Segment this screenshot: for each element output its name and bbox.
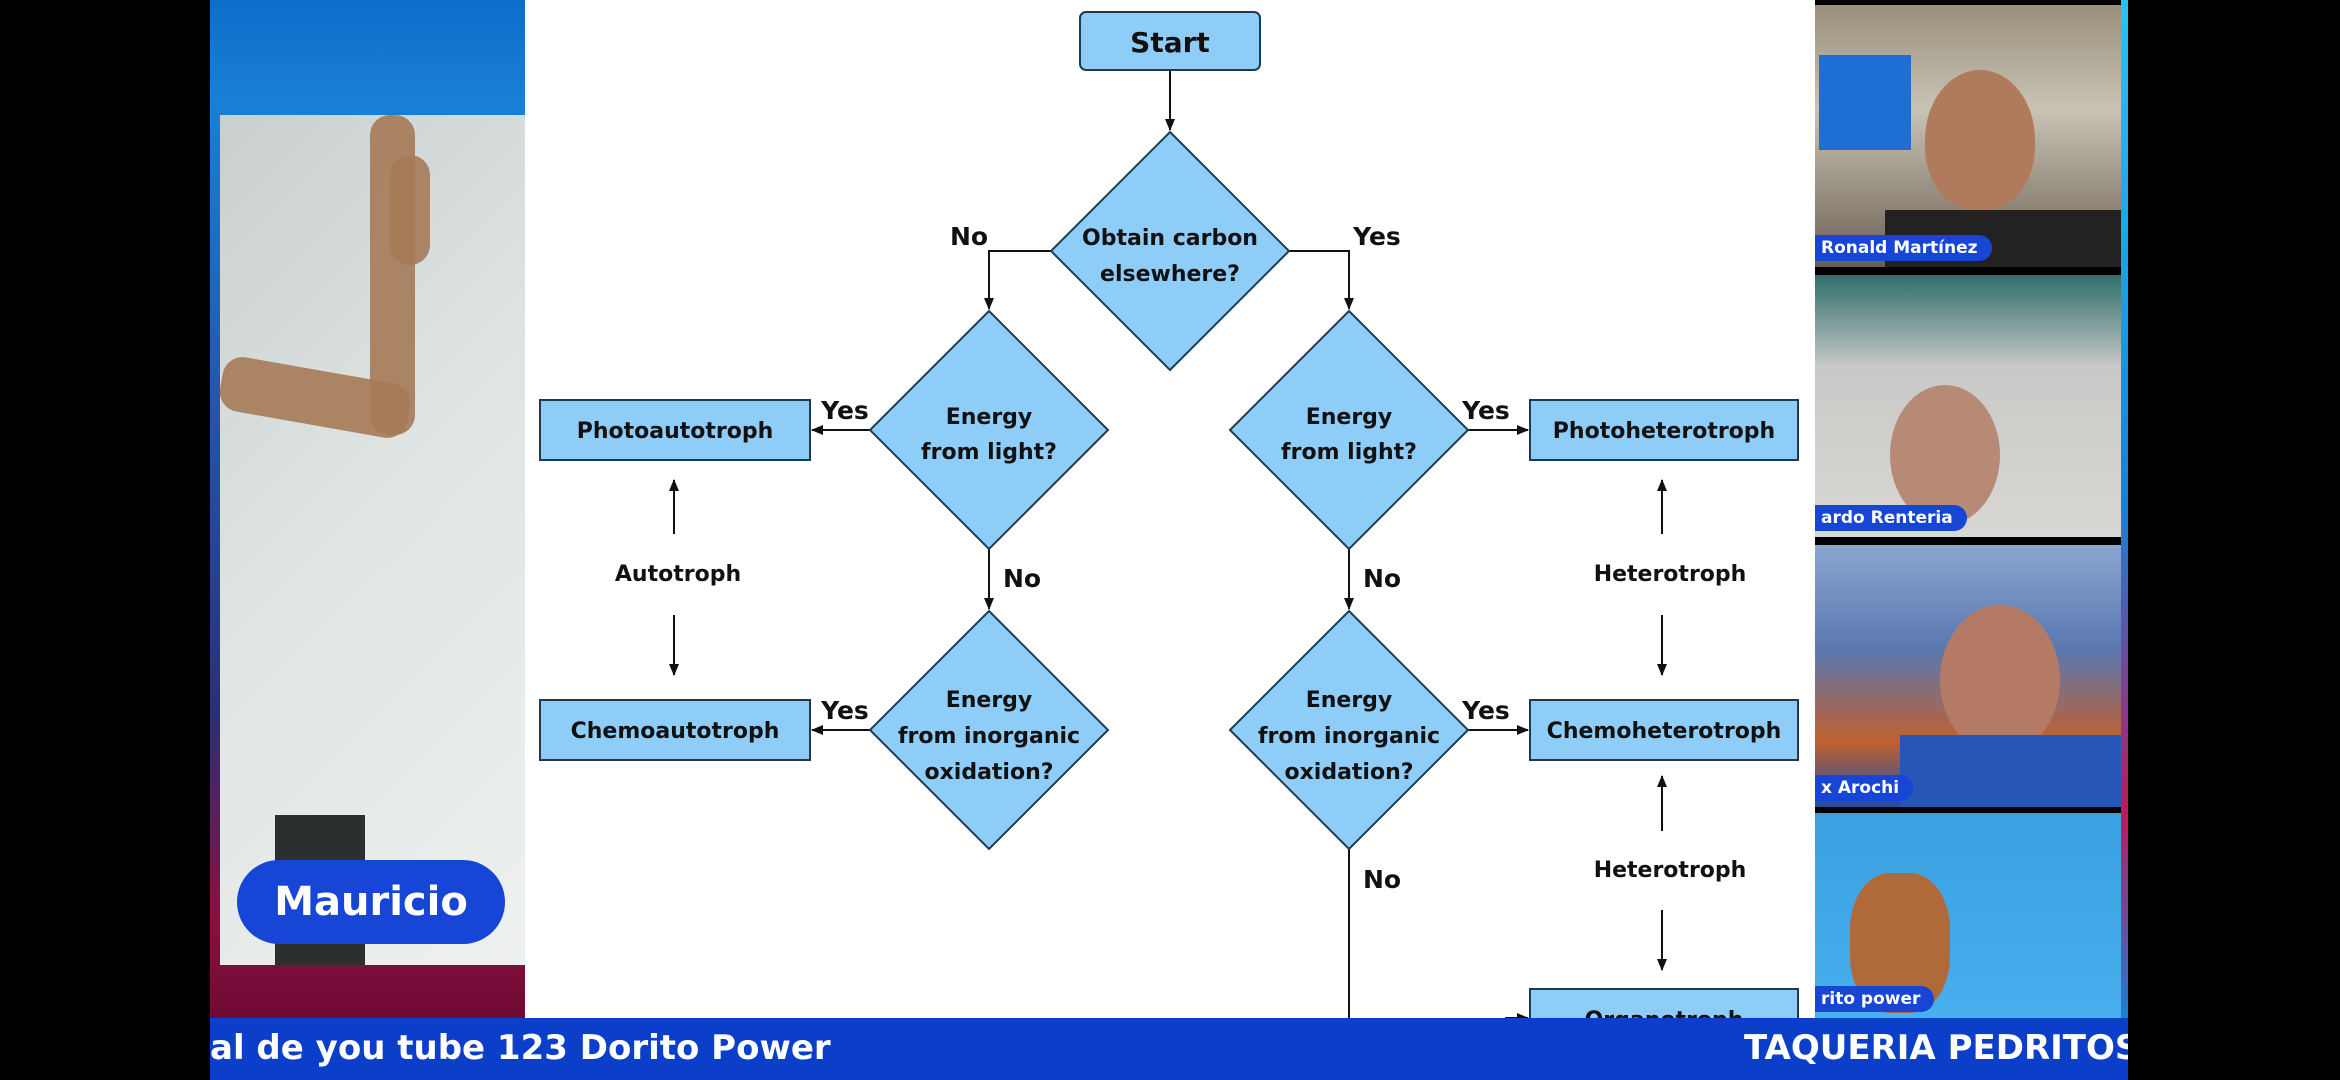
person [1890,385,2000,525]
participant-name-label: rito power [1815,986,1935,1012]
chemoautotroph-label: Chemoautotroph [571,719,780,744]
decision-text: Obtain carbon [1082,226,1258,251]
start-label: Start [1130,26,1210,59]
arrow [1289,250,1354,310]
box-chemoheterotroph [1529,699,1799,761]
chemoheterotroph-label: Chemoheterotroph [1547,719,1782,744]
tv-screen [1819,55,1911,150]
decision-text: from light? [921,440,1057,465]
decision-text: elsewhere? [1100,262,1240,287]
participant-tile-4[interactable]: rito power [1815,813,2121,1018]
box-photoheterotroph [1529,399,1799,461]
decision-light-left [868,309,1110,551]
yes-label: Yes [820,396,869,425]
ticker-text-left: al de you tube 123 Dorito Power [210,1028,831,1068]
decision-text: oxidation? [1284,760,1413,785]
participant-video-mauricio[interactable] [220,115,525,965]
participant-tile-2[interactable]: ardo Renteria [1815,275,2121,537]
decision-text: Energy [946,688,1033,713]
person [1925,70,2035,210]
decision-inorganic-left [868,609,1110,851]
participant-tile-3[interactable]: x Arochi [1815,545,2121,807]
autotroph-label: Autotroph [615,562,741,587]
yes-label: Yes [1352,222,1401,251]
participant-tile-1[interactable]: Ronald Martínez [1815,5,2121,267]
photoheterotroph-label: Photoheterotroph [1553,419,1775,444]
no-label: No [950,222,988,251]
heterotroph-label: Heterotroph [1594,562,1747,587]
start-node [1079,11,1261,71]
decision-carbon [1049,130,1291,372]
participant-name-label: x Arochi [1815,775,1914,801]
organotroph-label: Organotroph [1585,1008,1744,1018]
no-label: No [1003,564,1041,593]
photoautotroph-label: Photoautotroph [577,419,774,444]
decision-text: from inorganic [898,724,1080,749]
yes-label: Yes [1461,396,1510,425]
arrow [984,250,1051,310]
decision-text: from light? [1281,440,1417,465]
yes-label: Yes [820,696,869,725]
participant-name-label: Ronald Martínez [1815,235,1992,261]
bottom-ticker-banner: al de you tube 123 Dorito Power TAQUERIA… [210,1018,2128,1080]
decision-text: Energy [946,405,1033,430]
decision-text: from inorganic [1258,724,1440,749]
box-photoautotroph [539,399,811,461]
decision-text: oxidation? [924,760,1053,785]
decision-text: Energy [1306,688,1393,713]
yes-label: Yes [1461,696,1510,725]
participant-name-label: ardo Renteria [1815,505,1967,531]
decision-inorganic-right [1228,609,1470,851]
flowchart-slide: Start Obtain carbon elsewhere? Energy fr… [525,0,1815,1050]
no-label: No [1363,564,1401,593]
right-edge-decoration [2121,0,2128,1018]
ticker-text-right: TAQUERIA PEDRITOS [1744,1028,2128,1068]
person [1940,605,2060,755]
box-chemoautotroph [539,699,811,761]
heterotroph-label: Heterotroph [1594,858,1747,883]
no-label: No [1363,865,1401,894]
decision-light-right [1228,309,1470,551]
participant-name-badge: Mauricio [237,860,505,944]
decision-text: Energy [1306,405,1393,430]
